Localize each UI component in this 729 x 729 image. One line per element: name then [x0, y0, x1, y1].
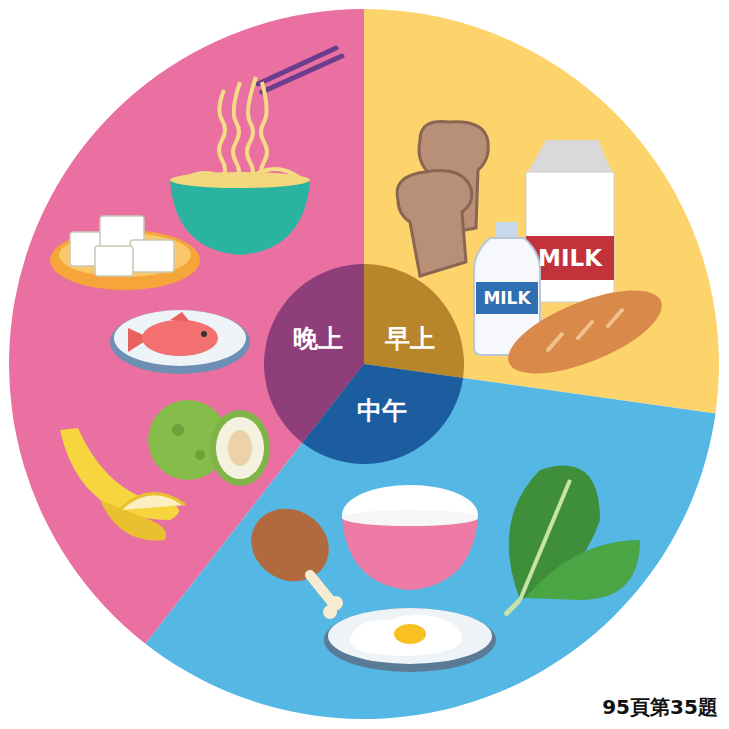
- sector-shape: [264, 264, 464, 464]
- package-text: MILK: [538, 245, 602, 271]
- meal-time-label: 中午: [357, 394, 407, 427]
- package-text: MILK: [483, 288, 530, 308]
- meal-time-label: 早上: [385, 322, 435, 355]
- meal-time-sector: 中午: [264, 264, 464, 464]
- page-note: 95頁第35題: [602, 694, 718, 721]
- meal-time-label: 晚上: [293, 322, 343, 355]
